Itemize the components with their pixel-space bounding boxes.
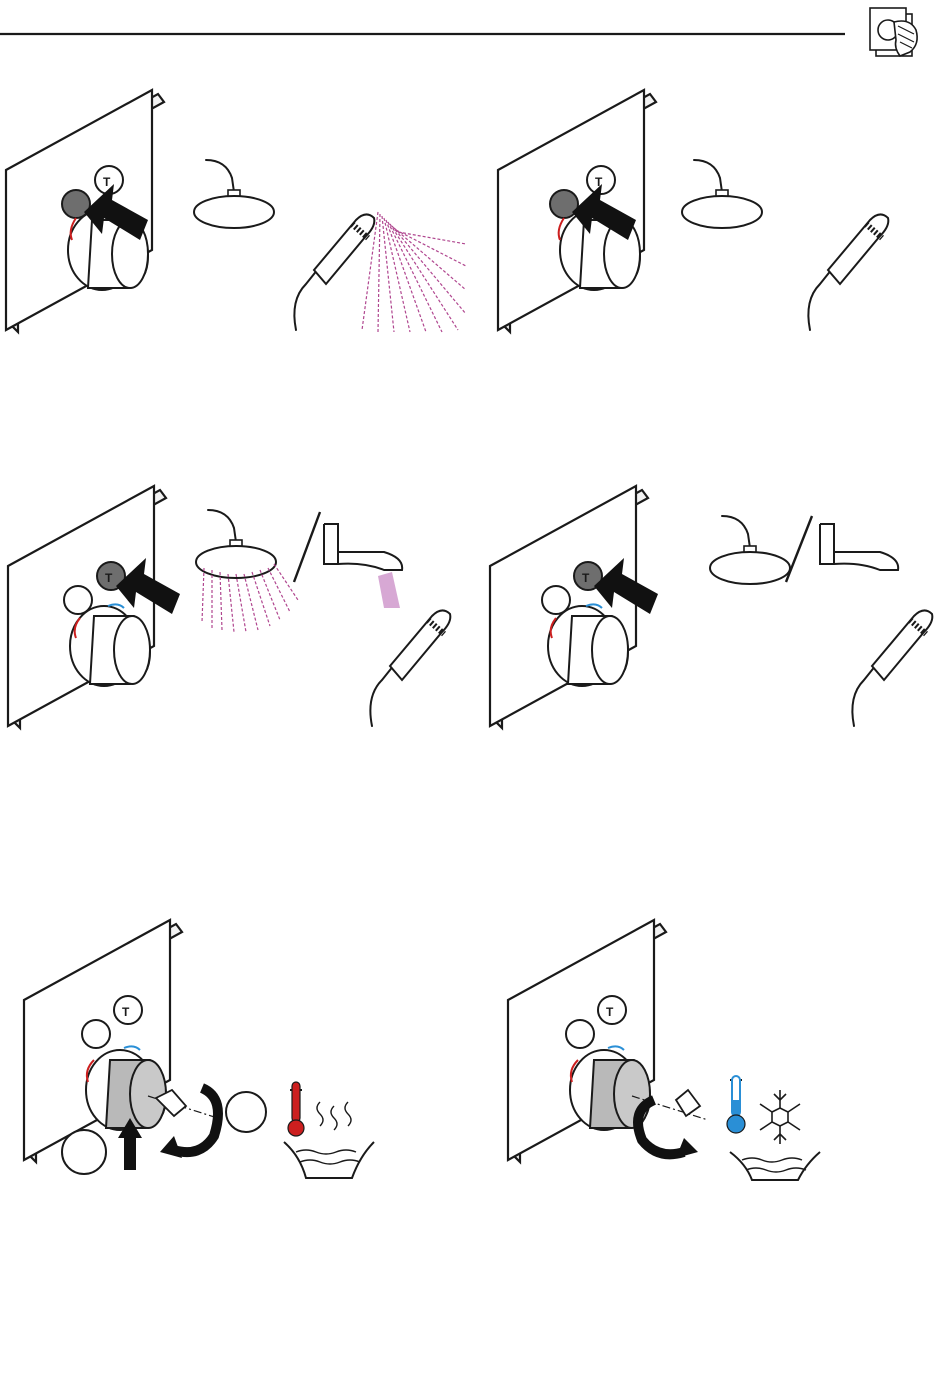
thermostat-knob (548, 606, 628, 686)
rotate-arrow-icon (638, 1090, 700, 1158)
cold-water-basin-icon (730, 1152, 820, 1180)
bath-spout-icon (820, 524, 898, 570)
svg-text:T: T (606, 1005, 614, 1019)
overhead-shower-icon (682, 160, 762, 228)
handshower-button (82, 1020, 110, 1048)
step-handshower-on: T (6, 90, 466, 332)
svg-text:T: T (103, 175, 111, 189)
thermostat-knob-highlighted (86, 1050, 166, 1130)
thermostat-knob (70, 606, 150, 686)
thermostat-panel: T (8, 486, 166, 728)
rotate-arrow-icon (156, 1088, 218, 1158)
thermometer-hot-icon (288, 1082, 304, 1136)
handshower-icon (370, 610, 450, 726)
handshower-spray (362, 212, 466, 332)
handshower-button (566, 1020, 594, 1048)
spout-water-flow (378, 572, 400, 608)
or-divider (786, 516, 812, 582)
header (0, 8, 917, 56)
thermometer-cold-icon (727, 1076, 745, 1133)
or-divider (294, 512, 320, 582)
step-overhead-or-spout-on: T (8, 486, 450, 728)
handshower-icon (294, 214, 374, 330)
handshower-icon (852, 610, 932, 726)
overhead-shower-icon (196, 510, 276, 578)
handshower-icon (808, 214, 888, 330)
step-callout-push (62, 1130, 106, 1174)
svg-text:T: T (582, 571, 590, 585)
svg-text:T: T (122, 1005, 130, 1019)
overhead-shower-icon (194, 160, 274, 228)
step-temperature-cold: T (508, 920, 820, 1180)
snowflake-icon (760, 1090, 800, 1144)
bath-spout-icon (324, 524, 402, 570)
step-handshower-off: T (498, 90, 888, 332)
hand-turning-thermostat-icon (870, 8, 917, 56)
svg-text:T: T (105, 571, 113, 585)
overhead-shower-icon (710, 516, 790, 584)
step-overhead-or-spout-off: T (490, 486, 932, 728)
step-callout-turn (226, 1092, 266, 1132)
step-temperature-hot: T (24, 920, 374, 1178)
thermostat-panel: T (6, 90, 164, 332)
thermostat-panel: T (24, 920, 182, 1162)
thermostat-panel: T (490, 486, 648, 728)
